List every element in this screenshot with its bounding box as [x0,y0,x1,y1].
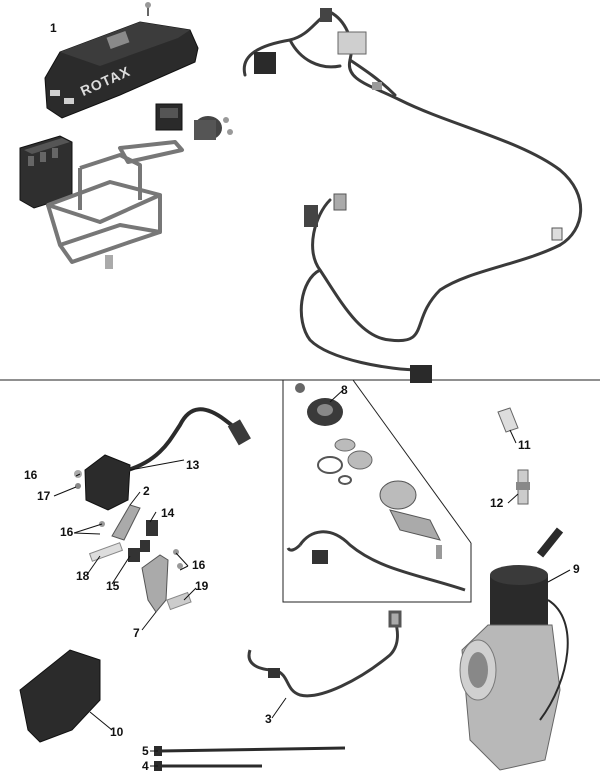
callout-19: 19 [195,579,209,593]
callout-2: 2 [143,484,150,498]
callout-5: 5 [142,744,149,758]
coil-bracket-parts [88,504,192,613]
solenoid [194,116,233,140]
small-harness [247,610,402,698]
callout-8: 8 [341,383,348,397]
carburetor [459,527,569,771]
mounting-frame [46,140,184,264]
section-dividers [0,379,600,603]
gasket-and-spark-plug [497,407,530,505]
callout-15: 15 [106,579,120,593]
callout-10: 10 [110,725,124,739]
inset-diagonal [352,379,472,544]
protective-cover [19,649,101,743]
leader-lines [53,389,571,767]
callout-14: 14 [161,506,175,520]
control-box-assembly: ROTAX [19,2,233,269]
callout-9: 9 [573,562,580,576]
callout-16-mid: 16 [60,525,74,539]
callout-12: 12 [490,496,504,510]
inset-box-8 [282,380,472,603]
callout-16-top: 16 [24,468,38,482]
callout-18: 18 [76,569,90,583]
main-wiring-harness [242,10,583,372]
callout-16-right: 16 [192,558,206,572]
callout-4: 4 [142,759,149,773]
callout-3: 3 [265,712,272,726]
callout-7: 7 [133,626,140,640]
ignition-coil [74,407,251,511]
callout-13: 13 [186,458,200,472]
callout-11: 11 [518,438,531,452]
callout-1: 1 [50,21,57,35]
callout-17: 17 [37,489,51,503]
cable-tie-5 [159,746,346,753]
cable-ties [154,746,346,771]
harness-connectors [254,8,563,383]
electronic-module [19,135,73,209]
stator-parts-inset [286,383,466,592]
